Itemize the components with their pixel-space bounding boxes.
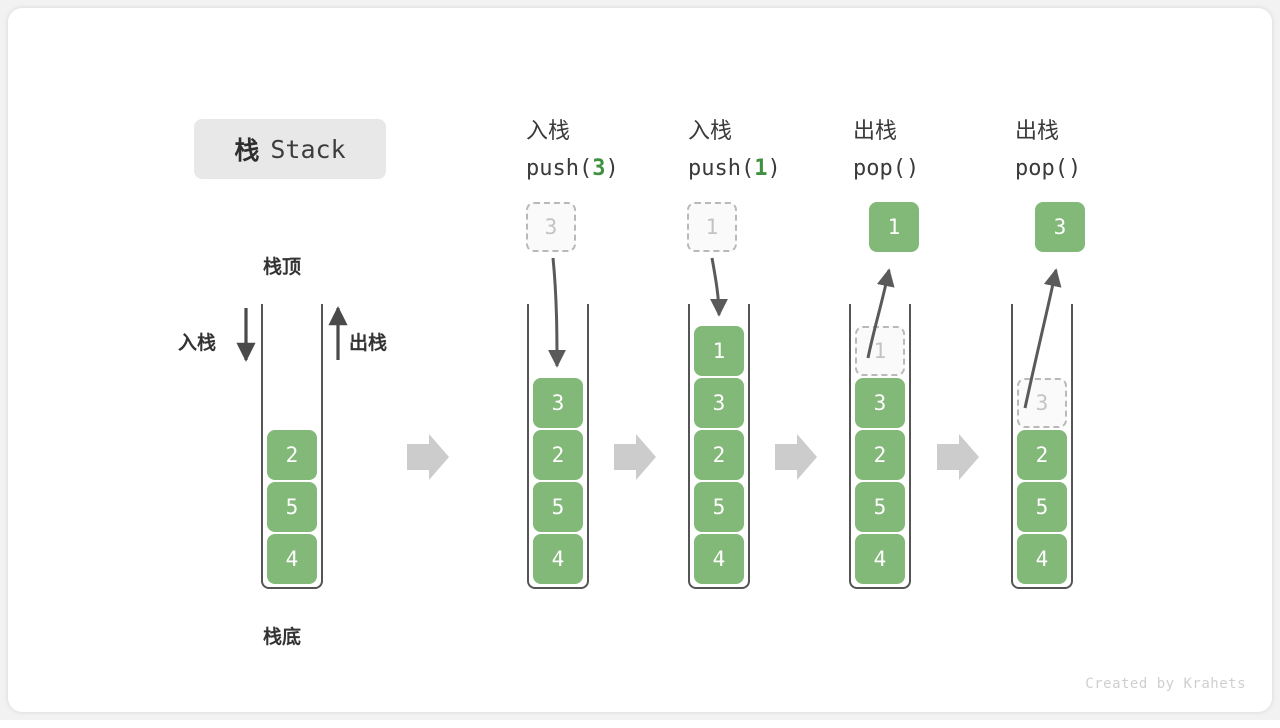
stack-tube [688,304,750,589]
stack-cell: 5 [267,482,317,532]
stack-cell: 3 [533,378,583,428]
stack-cell: 4 [694,534,744,584]
column-header-pop-2: 出栈 pop() [1015,112,1081,188]
stack-cell: 5 [694,482,744,532]
code-suffix: ) [1067,156,1082,181]
stack-cell: 4 [1017,534,1067,584]
popped-cell: 1 [869,202,919,252]
credit-text: Created by Krahets [1085,676,1246,692]
title-en: Stack [270,134,346,164]
stack-cell: 4 [855,534,905,584]
step-chevron-icon [407,434,449,480]
column-header-cn: 入栈 [526,118,571,143]
stack-cell: 1 [694,326,744,376]
column-header-cn: 出栈 [853,118,898,143]
title-badge: 栈 Stack [194,119,386,179]
column-header-code: push(1) [688,150,781,188]
step-chevron-icon [614,434,656,480]
column-header-code: pop() [1015,150,1081,188]
column-header-code: pop() [853,150,919,188]
stack-cell: 2 [267,430,317,480]
stack-cell: 3 [1017,378,1067,428]
stack-cell: 5 [1017,482,1067,532]
stack-cell: 2 [855,430,905,480]
pop-side-label: 出栈 [349,333,388,354]
stack-cell: 1 [855,326,905,376]
step-chevron-icon [937,434,979,480]
column-header-cn: 出栈 [1015,118,1060,143]
code-prefix: push( [688,156,755,181]
code-prefix: pop( [853,156,906,181]
title-cn: 栈 [234,137,261,165]
column-header-code: push(3) [526,150,619,188]
column-header-cn: 入栈 [688,118,733,143]
floating-cell: 1 [687,202,737,252]
stack-cell: 3 [855,378,905,428]
stack-cell: 4 [533,534,583,584]
stack-tube [527,304,589,589]
column-header-push-3: 入栈 push(3) [526,112,619,188]
stack-top-label: 栈顶 [263,257,302,278]
column-header-pop-1: 出栈 pop() [853,112,919,188]
push-side-label: 入栈 [178,333,217,354]
diagram-card: 栈 Stack 栈顶 栈底 入栈 出栈 入栈 push(3) 入栈 push(1… [8,8,1272,712]
code-suffix: ) [905,156,920,181]
code-suffix: ) [605,156,619,181]
code-prefix: push( [526,156,593,181]
stack-cell: 4 [267,534,317,584]
stack-cell: 2 [694,430,744,480]
code-arg: 1 [754,156,768,181]
step-chevron-icon [775,434,817,480]
stack-cell: 2 [1017,430,1067,480]
code-suffix: ) [767,156,781,181]
code-arg: 3 [592,156,606,181]
stack-tube [261,304,323,589]
stack-tube [1011,304,1073,589]
popped-cell: 3 [1035,202,1085,252]
stack-bottom-label: 栈底 [263,627,302,648]
stack-tube [849,304,911,589]
floating-cell: 3 [526,202,576,252]
column-header-push-1: 入栈 push(1) [688,112,781,188]
arrows-overlay [236,257,1062,480]
stack-cell: 5 [533,482,583,532]
stack-cell: 5 [855,482,905,532]
code-prefix: pop( [1015,156,1068,181]
stack-cell: 3 [694,378,744,428]
stack-cell: 2 [533,430,583,480]
